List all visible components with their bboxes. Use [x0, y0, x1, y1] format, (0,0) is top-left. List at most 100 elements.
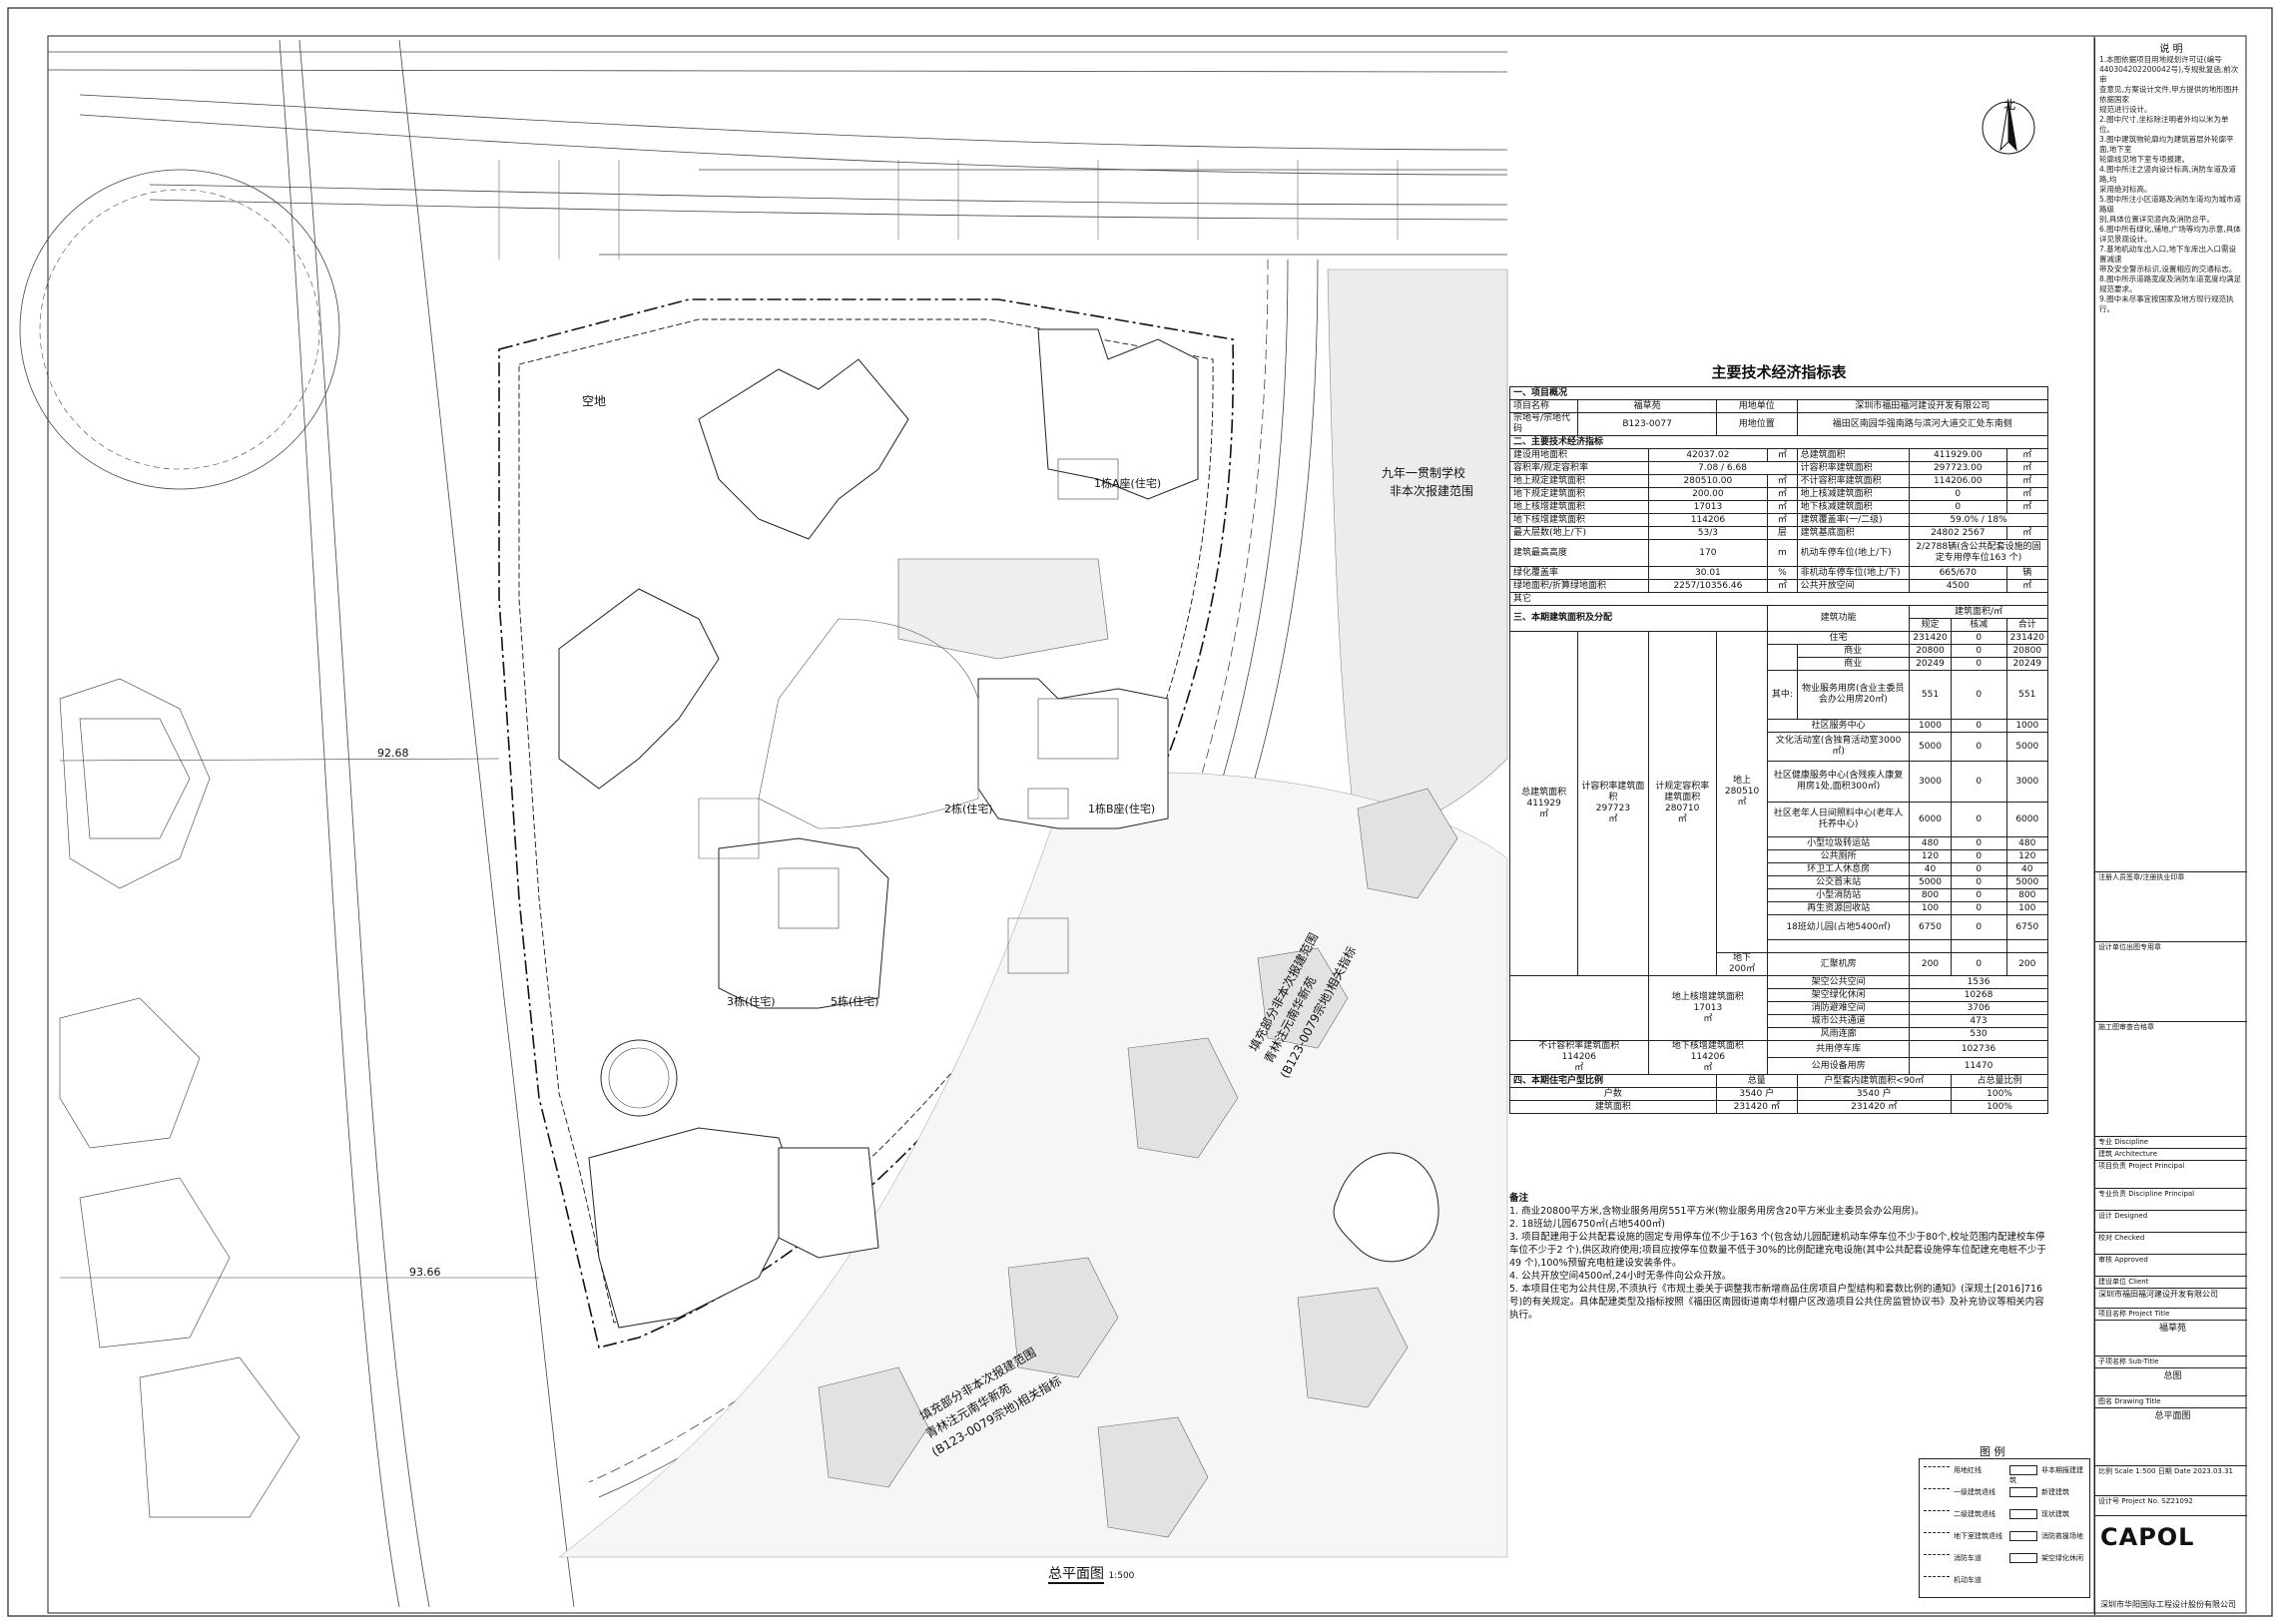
cell: 3540 户 [1715, 1087, 1798, 1101]
legend-swatch [1924, 1465, 1950, 1475]
cell: 1000 [2005, 719, 2049, 733]
project-no-row: 设计号 Project No. SZ21092 [2095, 1495, 2247, 1515]
building-label-c: 2栋(住宅) [944, 803, 993, 815]
cell: 200.00 [1647, 487, 1769, 501]
cell: 0 [1950, 862, 2007, 876]
design-note-line: 1.本图依据项目用地规划许可证(编号 [2099, 55, 2222, 64]
cell: 0 [1950, 657, 2007, 671]
building-label-e: 5栋(住宅) [831, 995, 879, 1008]
scale-value: 1:500 [2135, 1467, 2156, 1475]
design-note-line: 5.图中所注小区道路及消防车道均为城市道路级 [2099, 195, 2242, 214]
cell: 架空绿化休闲 [1767, 988, 1911, 1002]
subtitle-value: 总图 [2095, 1367, 2247, 1395]
company-logo: CAPOL [2100, 1523, 2195, 1551]
note-1: 1. 商业20800平方米,含物业服务用房551平方米(物业服务用房含20平方米… [1509, 1206, 1925, 1217]
cell: 20800 [1909, 644, 1952, 658]
cell: 4500 [1909, 579, 2007, 593]
cell: 计容积率建筑面积 [1796, 461, 1911, 475]
cell: 1000 [1909, 719, 1952, 733]
cell: 30.01 [1647, 566, 1769, 580]
cell: ㎡ [2005, 448, 2049, 462]
cell: 10268 [1909, 988, 2048, 1002]
legend-swatch [1924, 1553, 1950, 1563]
cell: 5000 [2005, 732, 2049, 762]
building-label-d: 3栋(住宅) [727, 995, 776, 1008]
cell: 120 [1909, 849, 1952, 863]
cell-text: 计规定容积率建筑面积 [1655, 782, 1710, 803]
cell: 建筑面积/㎡ [1909, 605, 2048, 619]
cell: 机动车停车位(地上/下) [1796, 539, 1911, 567]
plan-title-text: 总平面图 [1048, 1566, 1104, 1584]
cell: 0 [1950, 802, 2007, 837]
section-area-allocation: 三、本期建筑面积及分配 [1508, 605, 1769, 632]
cell: ㎡ [2005, 579, 2049, 593]
cell: 绿化覆盖率 [1509, 566, 1649, 580]
cell: 800 [2005, 888, 2049, 902]
cell: 473 [1909, 1014, 2048, 1028]
cell [1950, 939, 2007, 953]
cell: 40 [1909, 862, 1952, 876]
empty-lot-label: 空地 [582, 394, 607, 408]
cell: 汇聚机房 [1767, 952, 1911, 976]
cell: 绿地面积/折算绿地面积 [1509, 579, 1649, 593]
cell [1909, 939, 1952, 953]
cell: 3000 [2005, 761, 2049, 803]
cell: 其中: [1767, 670, 1798, 720]
legend-item: 消防车道 [1924, 1553, 2003, 1563]
cell: 0 [1950, 875, 2007, 889]
scale-label: 比例 Scale [2098, 1467, 2134, 1475]
cell [2005, 939, 2049, 953]
date-value: 2023.03.31 [2192, 1467, 2234, 1475]
legend: 图 例 用地红线一级建筑退线二级建筑退线地下室建筑退线消防车道机动车道非本期报建… [1919, 1445, 2090, 1598]
cell: 小型垃圾转运站 [1767, 836, 1911, 850]
cell: 11470 [1909, 1057, 2048, 1075]
building-label-b: 1栋B座(住宅) [1088, 803, 1156, 815]
legend-item: 二级建筑退线 [1924, 1509, 2003, 1519]
cell: 商业 [1796, 657, 1911, 671]
notes-title: 备注 [1509, 1193, 1529, 1204]
cell: 20249 [2005, 657, 2049, 671]
north-label: 北 [2003, 98, 2016, 112]
cell: 项目名称 [1508, 399, 1579, 413]
cell: 231420 ㎡ [1715, 1100, 1798, 1114]
cell-text: 280710 [1665, 804, 1700, 813]
cell: 商业 [1796, 644, 1911, 658]
dimension-label-1: 92.68 [377, 747, 409, 760]
cell-text: ㎡ [1703, 1013, 1713, 1024]
cell: 地下规定建筑面积 [1509, 487, 1649, 501]
cell: 福草苑 [1577, 399, 1717, 413]
cell: 100 [1909, 901, 1952, 915]
section-unit-ratio: 四、本期住宅户型比例 [1509, 1074, 1717, 1088]
design-note-line: 4.图中所注之竖向设计标高,消防车道及道路,均 [2099, 165, 2237, 184]
cell: 户数 [1509, 1087, 1717, 1101]
cell: B123-0077 [1577, 412, 1717, 436]
subtitle-label: 子项名称 Sub-Title [2095, 1355, 2247, 1366]
cell-text: 114206 [1690, 1052, 1726, 1062]
cell: 17013 [1647, 500, 1769, 514]
cell: 6750 [2005, 914, 2049, 940]
cell: 3000 [1909, 761, 1952, 803]
cell-text: 地上 [1733, 776, 1752, 786]
design-notes-title: 说 明 [2159, 44, 2183, 55]
cell: 建筑覆盖率(一/二级) [1796, 513, 1911, 527]
legend-item: 非本期报建建筑 [2009, 1465, 2089, 1485]
cell: 不计容积率建筑面积 [1796, 474, 1911, 488]
cell-text: 411929 [1526, 798, 1561, 809]
design-note-line: 6.图中所有绿化,铺地,广场等均为示意,具体 [2099, 225, 2241, 234]
cell-text: 200㎡ [1728, 964, 1756, 974]
cell: ㎡ [2005, 500, 2049, 514]
legend-swatch [1924, 1509, 1950, 1519]
design-note-line: 带及安全警示标识,设置相应的交通标志。 [2099, 265, 2237, 273]
legend-item: 用地红线 [1924, 1465, 2003, 1475]
design-note-line: 规范进行设计。 [2099, 105, 2152, 114]
legend-item-label: 一级建筑退线 [1954, 1488, 1995, 1496]
cell: 消防避难空间 [1767, 1001, 1911, 1015]
cell: 5000 [2005, 875, 2049, 889]
cell: 59.0% / 18% [1909, 513, 2048, 527]
cell: 核减 [1950, 618, 2007, 632]
discipline-label: 专业 Discipline [2095, 1136, 2247, 1147]
cell: 辆 [2005, 566, 2049, 580]
